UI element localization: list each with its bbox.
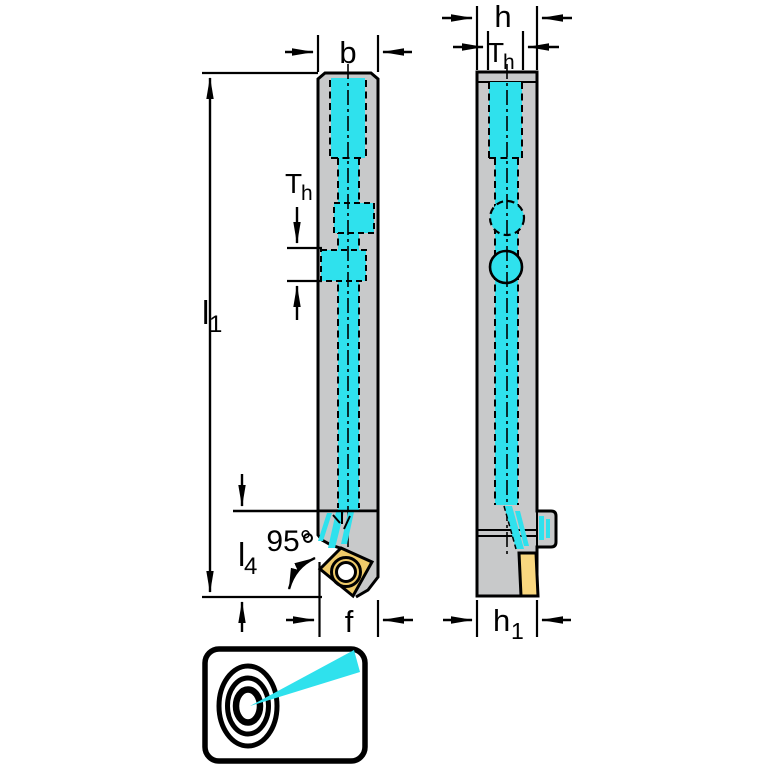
coolant-beam-icon bbox=[250, 650, 360, 706]
tool-head-right-edge bbox=[355, 511, 380, 599]
dim-h1-label-sub: 1 bbox=[511, 618, 524, 644]
coolant-jet bbox=[515, 511, 529, 546]
dim-l1-label: l bbox=[202, 294, 209, 331]
clamp-detail bbox=[332, 514, 341, 524]
coolant-jet bbox=[504, 506, 524, 549]
clamp-detail bbox=[343, 515, 351, 530]
dim-th2-label: T bbox=[285, 168, 302, 199]
coolant-detail bbox=[546, 519, 550, 538]
insert-screw-ring bbox=[330, 556, 362, 588]
side-view bbox=[475, 64, 558, 598]
coolant-jet bbox=[328, 512, 344, 548]
coolant-channel-wide-side bbox=[489, 82, 522, 158]
dim-f-label: f bbox=[345, 604, 354, 639]
precision-coolant-logo bbox=[202, 646, 368, 764]
cutting-insert-side bbox=[517, 551, 540, 598]
insert-screw-hole bbox=[335, 561, 357, 583]
coolant-port-circle bbox=[488, 249, 524, 285]
dimensions: b h T h T h l 1 l 4 95° bbox=[202, 0, 572, 644]
coolant-port-right bbox=[333, 202, 375, 234]
coolant-jet bbox=[318, 513, 332, 541]
coolant-port-left bbox=[320, 249, 367, 282]
dim-l4-label: l bbox=[238, 536, 245, 573]
coolant-nozzle-dot bbox=[303, 533, 313, 543]
dim-h-label: h bbox=[494, 0, 511, 34]
dim-th2-label-sub: h bbox=[301, 182, 313, 205]
dim-th-label-sub: h bbox=[503, 51, 515, 74]
dim-h1-label: h bbox=[493, 603, 510, 638]
angle-label: 95° bbox=[266, 525, 311, 558]
target-bullseye-icon bbox=[216, 663, 280, 749]
dim-b-label: b bbox=[339, 35, 356, 70]
coolant-detail bbox=[539, 516, 544, 540]
front-view bbox=[303, 64, 380, 599]
angle-arc-arrow bbox=[287, 556, 316, 590]
dim-l1-label-sub: 1 bbox=[209, 311, 222, 338]
dim-l4-label-sub: 4 bbox=[244, 553, 257, 580]
coolant-jet bbox=[341, 512, 354, 544]
dim-th-label: T bbox=[487, 37, 504, 68]
